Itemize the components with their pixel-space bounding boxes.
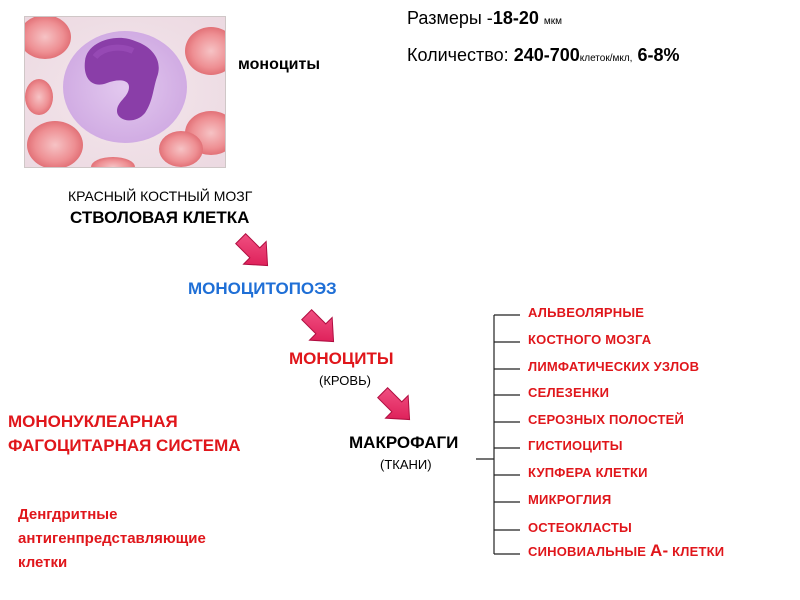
origin-cell: СТВОЛОВАЯ КЛЕТКА [70, 208, 250, 227]
monocyte-nucleus [84, 37, 159, 121]
count-value: 240-700 [513, 45, 580, 65]
red-blood-cell [159, 131, 203, 167]
synovial-letter: А- [649, 541, 669, 560]
red-blood-cell [27, 121, 83, 167]
macrophages-location: (ТКАНИ) [380, 457, 432, 472]
image-caption: моноциты [238, 56, 321, 73]
bracket-ticks [494, 314, 520, 555]
synovial-prefix: СИНОВИАЛЬНЫЕ [528, 544, 647, 559]
count-label: Количество: [407, 45, 509, 65]
dendritic-line-2: антигенпредставляющие [18, 530, 206, 547]
red-blood-cell [25, 79, 53, 115]
monocytes-stage: МОНОЦИТЫ [289, 349, 394, 368]
synovial-suffix: КЛЕТКИ [672, 544, 725, 559]
size-info: Размеры -18-20 мкм [407, 8, 562, 29]
macrophage-type-item: АЛЬВЕОЛЯРНЫЕ [528, 305, 645, 320]
system-title-line-1: МОНОНУКЛЕАРНАЯ [8, 412, 178, 431]
macrophage-type-item: КУПФЕРА КЛЕТКИ [528, 465, 648, 480]
flow-arrow-2 [301, 309, 335, 343]
macrophage-type-item: СЕРОЗНЫХ ПОЛОСТЕЙ [528, 412, 684, 427]
origin-location: КРАСНЫЙ КОСТНЫЙ МОЗГ [68, 188, 253, 204]
size-label: Размеры - [407, 8, 493, 28]
flow-arrow-1 [235, 233, 269, 267]
monocytes-location: (КРОВЬ) [319, 373, 371, 388]
system-title-line-2: ФАГОЦИТАРНАЯ СИСТЕМА [8, 436, 241, 455]
count-info: Количество: 240-700клеток/мкл, 6-8% [407, 45, 680, 66]
macrophage-type-item: ГИСТИОЦИТЫ [528, 438, 623, 453]
dendritic-line-1: Денгдритные [18, 506, 118, 523]
process-label: МОНОЦИТОПОЭЗ [188, 279, 337, 298]
monocyte-micrograph [24, 16, 226, 168]
macrophages-stage: МАКРОФАГИ [349, 433, 459, 452]
macrophage-type-item: ОСТЕОКЛАСТЫ [528, 520, 632, 535]
size-unit: мкм [543, 16, 562, 27]
count-percent: 6-8% [637, 45, 680, 65]
red-blood-cell [185, 27, 225, 75]
macrophage-type-item: ЛИМФАТИЧЕСКИХ УЗЛОВ [528, 359, 700, 374]
red-blood-cell [91, 157, 135, 167]
macrophage-type-item: КОСТНОГО МОЗГА [528, 332, 652, 347]
size-value: 18-20 [492, 8, 539, 28]
flow-arrow-3 [377, 387, 411, 421]
dendritic-line-3: клетки [18, 554, 68, 571]
red-blood-cell [25, 17, 71, 59]
macrophage-type-item: МИКРОГЛИЯ [528, 492, 612, 507]
macrophage-type-item: СЕЛЕЗЕНКИ [528, 385, 610, 400]
macrophage-type-item-synovial: СИНОВИАЛЬНЫЕ А- КЛЕТКИ [528, 541, 724, 561]
count-unit: клеток/мкл, [579, 53, 633, 64]
